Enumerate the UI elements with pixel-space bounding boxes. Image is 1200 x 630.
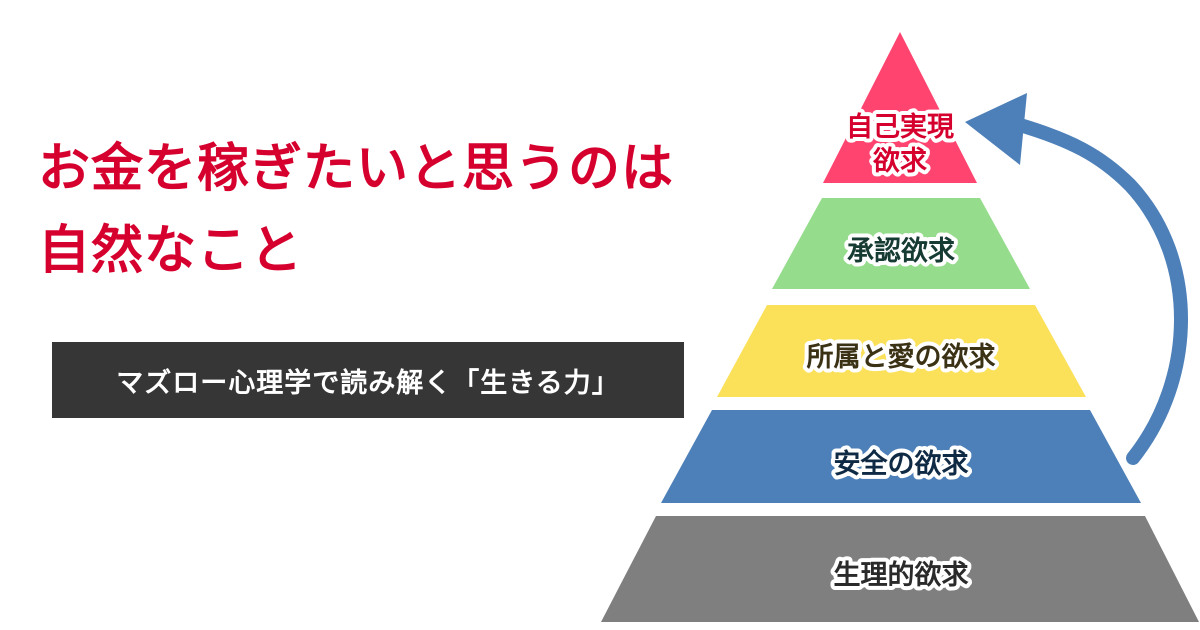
pyramid-tier-belonging: 所属と愛の欲求: [717, 305, 1086, 397]
subtitle-text: マズロー心理学で読み解く「生きる力」: [116, 367, 620, 399]
subtitle-banner: マズロー心理学で読み解く「生きる力」: [52, 342, 684, 418]
pyramid-tier-esteem: 承認欲求: [772, 198, 1030, 289]
pyramid-tier-self-actualization: 自己実現 欲求: [823, 32, 977, 183]
headline: お金を稼ぎたいと思うのは 自然なこと: [38, 128, 674, 292]
tier-label: 生理的欲求: [834, 559, 969, 591]
tier-label-line-2: 欲求: [872, 146, 927, 177]
tier-label: 所属と愛の欲求: [807, 342, 996, 373]
pyramid-tier-physiological: 生理的欲求: [601, 516, 1199, 622]
tier-label: 安全の欲求: [834, 448, 969, 480]
tier-label: 承認欲求: [847, 235, 955, 267]
curved-up-arrow-icon: [965, 93, 1188, 465]
headline-line-2: 自然なこと: [38, 221, 304, 281]
pyramid-tier-safety: 安全の欲求: [661, 410, 1141, 503]
headline-line-1: お金を稼ぎたいと思うのは: [38, 139, 675, 199]
tier-label-line-1: 自己実現: [846, 111, 954, 143]
